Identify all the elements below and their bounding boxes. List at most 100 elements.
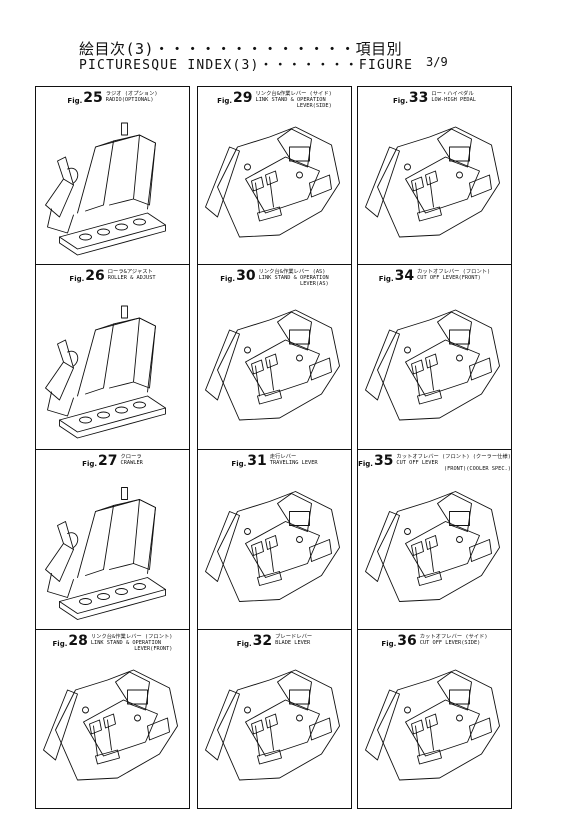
index-title-english: PICTURESQUE INDEX(3)・・・・・・・FIGURE xyxy=(79,58,414,73)
fig-label: Fig. xyxy=(358,460,373,468)
fig-label: Fig. xyxy=(231,460,247,468)
figure-title-english: CUT OFF LEVER(SIDE) xyxy=(419,640,481,646)
operator-seat-illustration xyxy=(205,491,340,602)
figure-title-english: CUT OFF LEVER(FRONT) xyxy=(417,275,481,281)
figure-title-english: LEVER(FRONT) xyxy=(134,646,173,652)
figure-title-japanese: カットオフレバー (フロント) (クーラー仕様) xyxy=(396,454,511,460)
fig-label: Fig. xyxy=(381,640,397,648)
figure-title-japanese: 走行レバー xyxy=(269,454,297,460)
figure-number: 32 xyxy=(252,633,273,649)
figure-title: カットオフレバー (フロント) (クーラー仕様)CUT OFF LEVER (FR… xyxy=(396,454,510,472)
figure-title-english: RADIO(OPTIONAL) xyxy=(105,97,154,103)
figure-number: 26 xyxy=(85,268,105,284)
figure-title-english: CUT OFF LEVER xyxy=(396,460,438,466)
figure-number: 34 xyxy=(394,268,415,284)
figure-number: 33 xyxy=(408,90,429,106)
operator-seat-illustration xyxy=(365,309,500,421)
figure-title: カットオフレバー (サイド)CUT OFF LEVER(SIDE) xyxy=(420,634,488,646)
fig-label: Fig. xyxy=(67,97,83,105)
figure-title-japanese: ロー・ハイペダル xyxy=(431,91,474,97)
figure-title-english: (FRONT)(COOLER SPEC.) xyxy=(443,466,511,472)
figure-title-english: BLADE LEVER xyxy=(275,640,311,646)
figure-number: 27 xyxy=(98,453,118,469)
operator-seat-illustration xyxy=(205,309,340,421)
figure-title-english: LINK STAND & OPERATION xyxy=(258,275,329,281)
figure-number: 31 xyxy=(247,453,267,469)
figure-title: カットオフレバー (フロント)CUT OFF LEVER(FRONT) xyxy=(417,269,490,281)
fig-label: Fig. xyxy=(82,460,98,468)
figure-title-english: CRAWLER xyxy=(120,460,143,466)
fig-label: Fig. xyxy=(393,97,408,105)
figure-number: 36 xyxy=(397,633,417,649)
figure-title-japanese: カットオフレバー (フロント) xyxy=(417,269,491,275)
figure-title-english: LINK STAND & OPERATION xyxy=(90,640,162,646)
figure-title-japanese: リンク台&作業レバー (AS) xyxy=(258,269,326,275)
page-number: 3/9 xyxy=(426,55,448,69)
operator-seat-illustration xyxy=(43,669,178,781)
operator-seat-illustration xyxy=(205,669,340,781)
fig-label: Fig. xyxy=(217,97,233,105)
excavator-cab-illustration xyxy=(45,305,166,439)
operator-seat-illustration xyxy=(365,491,500,602)
fig-label: Fig. xyxy=(52,640,68,648)
operator-seat-illustration xyxy=(205,126,340,238)
fig-label: Fig. xyxy=(220,275,236,283)
figure-title-japanese: クローラ xyxy=(120,454,142,460)
figure-title-japanese: ブレードレバー xyxy=(275,634,313,640)
excavator-cab-illustration xyxy=(45,122,166,256)
figure-title-english: LEVER(AS) xyxy=(300,281,329,287)
figure-title-english: TRAVELING LEVER xyxy=(269,460,318,466)
figure-title-english: LOW-HIGH PEDAL xyxy=(431,97,476,103)
figure-title-japanese: リンク台&作業レバー (フロント) xyxy=(90,634,173,640)
figure-title-japanese: ラジオ (オプション) xyxy=(105,91,158,97)
figure-title-english: LEVER(SIDE) xyxy=(296,103,332,109)
figure-title-japanese: カットオフレバー (サイド) xyxy=(419,634,488,640)
index-title-japanese: 絵目次(3)・・・・・・・・・・・・・項目別 xyxy=(79,40,403,58)
figure-title-japanese: リンク台&作業レバー (サイド) xyxy=(255,91,332,97)
operator-seat-illustration xyxy=(365,669,500,781)
excavator-cab-illustration xyxy=(45,487,166,620)
figure-title: ラジオ (オプション)RADIO(OPTIONAL) xyxy=(106,91,158,103)
figure-title-english: ROLLER & ADJUST xyxy=(107,275,156,281)
fig-label: Fig. xyxy=(236,640,252,648)
figure-number: 35 xyxy=(373,453,394,469)
fig-label: Fig. xyxy=(378,275,394,283)
operator-seat-illustration xyxy=(365,126,500,238)
figure-number: 25 xyxy=(83,90,103,106)
figure-title-japanese: ローラ&アジャスト xyxy=(107,269,153,275)
fig-label: Fig. xyxy=(69,275,85,283)
figure-number: 29 xyxy=(233,90,253,106)
figure-number: 28 xyxy=(68,633,88,649)
